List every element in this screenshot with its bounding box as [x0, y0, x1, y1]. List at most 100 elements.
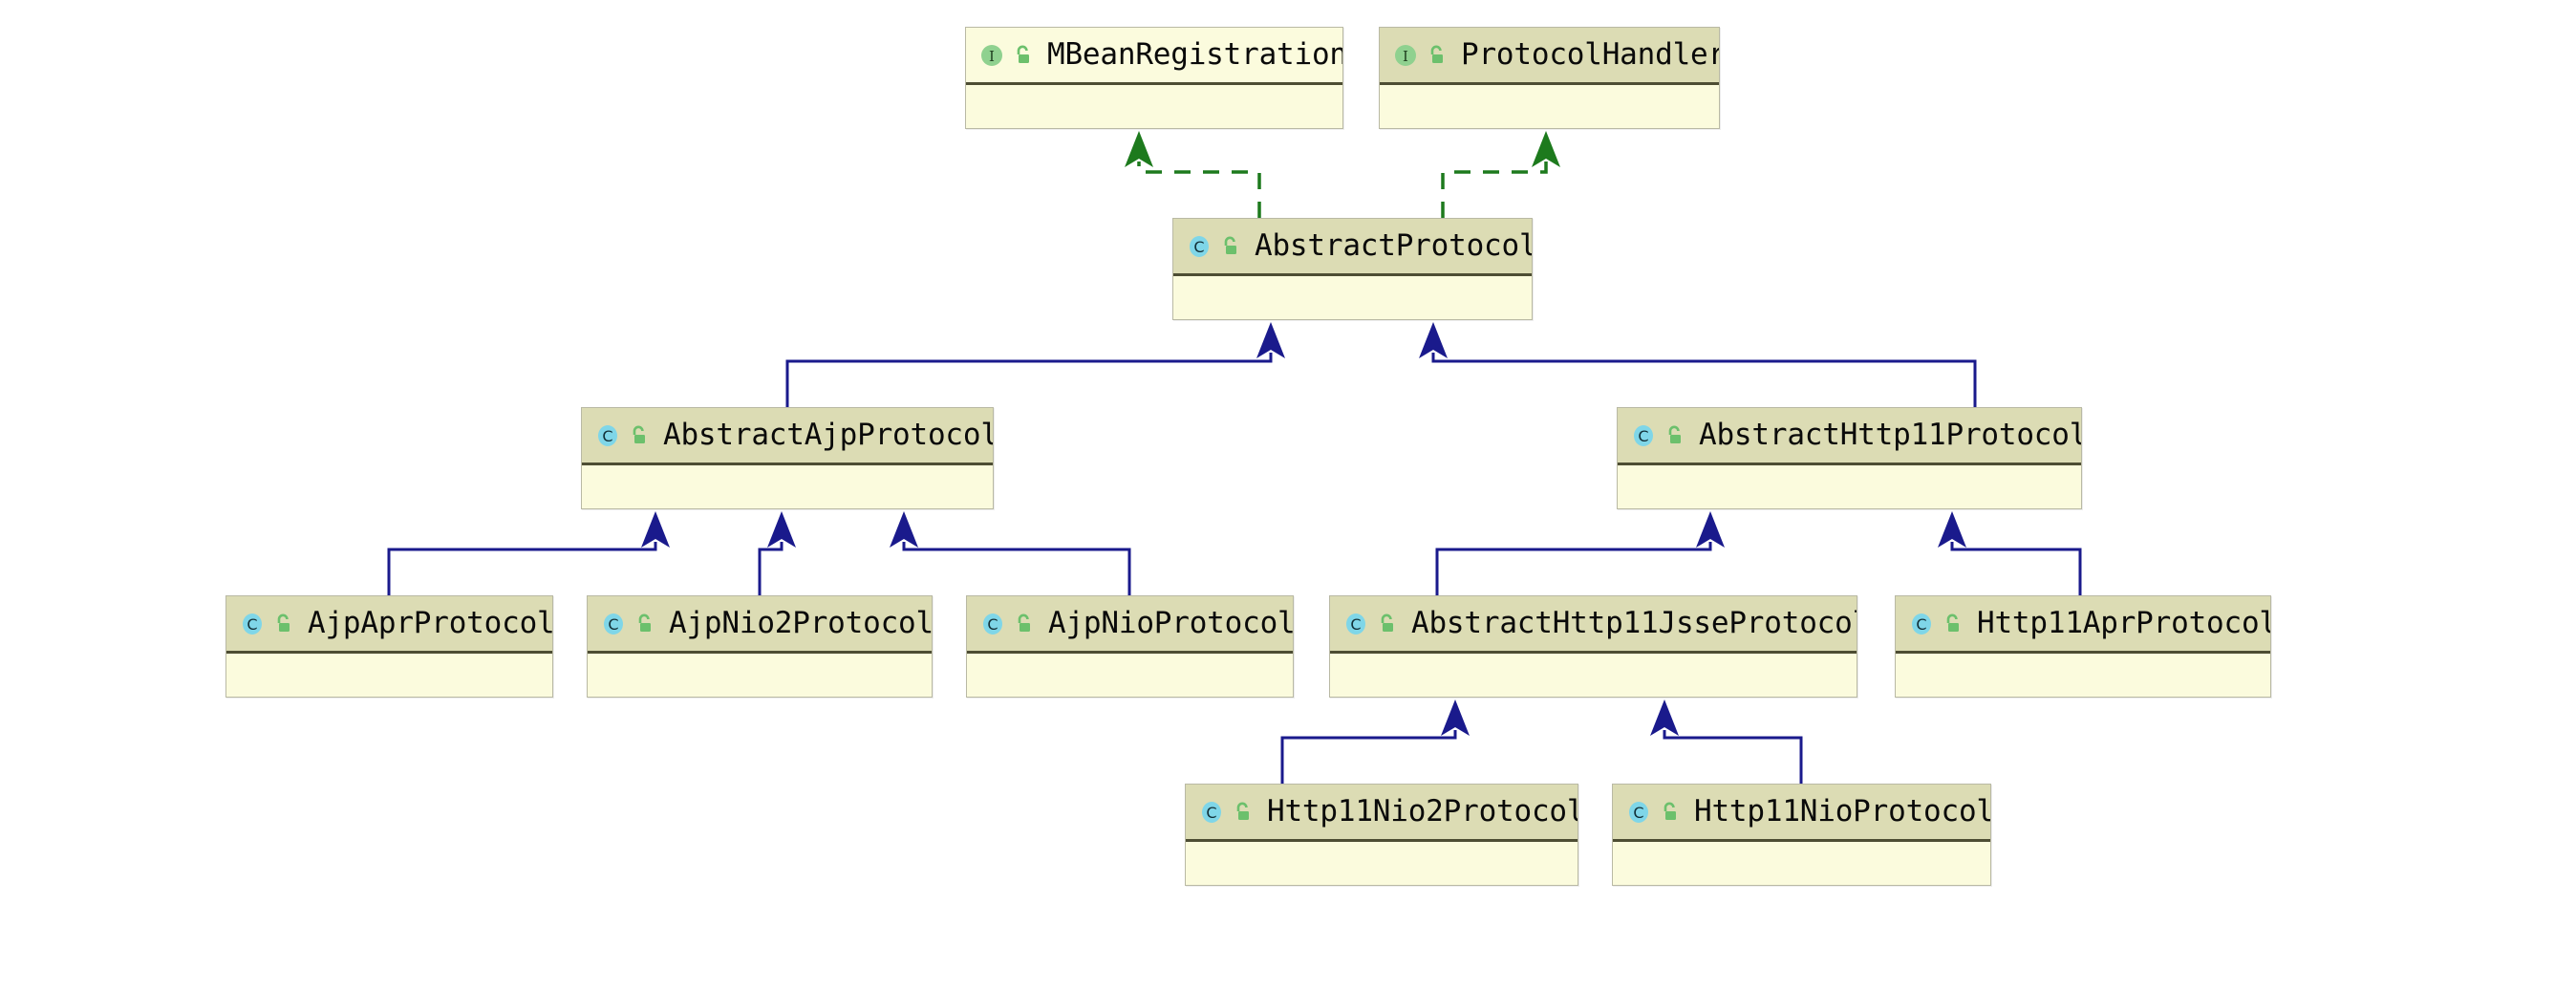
unlocked-padlock-icon — [1660, 801, 1681, 824]
edge-inheritance-ajpnio-to-absajp — [902, 542, 1131, 595]
uml-node-members — [966, 85, 1342, 127]
unlocked-padlock-icon — [634, 613, 655, 635]
svg-text:I: I — [1403, 48, 1408, 65]
edge-realization-absproto-to-phandler — [1441, 161, 1548, 218]
uml-node-header: C Http11AprProtocol — [1896, 596, 2270, 654]
uml-class-node-ajpnio2[interactable]: C AjpNio2Protocol — [587, 595, 933, 698]
arrowhead-realization-absproto-to-phandler — [1532, 131, 1560, 167]
edge-inheritance-absajp-to-absproto — [785, 353, 1273, 407]
svg-text:C: C — [1633, 804, 1643, 822]
uml-node-header: C AjpNio2Protocol — [588, 596, 932, 654]
uml-class-node-mbean[interactable]: I MBeanRegistration — [965, 27, 1343, 129]
uml-node-members — [226, 654, 552, 696]
arrowhead-inheritance-abshttp11-to-absproto — [1419, 322, 1448, 358]
uml-node-header: C AbstractAjpProtocol — [582, 408, 993, 465]
uml-node-members — [588, 654, 932, 696]
uml-class-node-abshttp11[interactable]: C AbstractHttp11Protocol — [1617, 407, 2082, 509]
interface-icon: I — [979, 43, 1004, 68]
svg-text:C: C — [1206, 804, 1216, 822]
arrowhead-inheritance-h11nio-to-absjsse — [1650, 699, 1679, 736]
uml-node-title: AjpAprProtocol — [308, 606, 552, 640]
uml-node-members — [1613, 842, 1990, 884]
edge-inheritance-h11nio2-to-absjsse — [1280, 730, 1457, 784]
edge-inheritance-ajpnio2-to-absajp — [758, 542, 784, 595]
uml-node-title: AbstractHttp11JsseProtocol — [1411, 606, 1857, 640]
svg-text:C: C — [987, 615, 998, 634]
uml-node-header: C AbstractProtocol — [1173, 219, 1532, 276]
unlocked-padlock-icon — [1233, 801, 1254, 824]
uml-node-header: C AbstractHttp11JsseProtocol — [1330, 596, 1857, 654]
uml-node-title: MBeanRegistration — [1047, 37, 1342, 72]
uml-class-node-ajpnio[interactable]: C AjpNioProtocol — [966, 595, 1294, 698]
class-icon: C — [601, 612, 626, 636]
edge-inheritance-ajpapr-to-absajp — [387, 542, 657, 595]
uml-class-node-http11apr[interactable]: C Http11AprProtocol — [1895, 595, 2271, 698]
arrowhead-realization-absproto-to-mbean — [1125, 131, 1153, 167]
svg-text:C: C — [608, 615, 618, 634]
edge-realization-absproto-to-mbean — [1137, 161, 1261, 218]
edge-inheritance-absjsse-to-abshttp11 — [1435, 542, 1712, 595]
svg-text:C: C — [247, 615, 257, 634]
uml-node-members — [1186, 842, 1578, 884]
unlocked-padlock-icon — [629, 424, 650, 447]
interface-icon: I — [1393, 43, 1418, 68]
class-icon: C — [240, 612, 265, 636]
uml-node-title: Http11NioProtocol — [1694, 794, 1990, 829]
class-icon: C — [1626, 800, 1651, 825]
edge-inheritance-http11apr-to-abshttp11 — [1950, 542, 2082, 595]
uml-node-members — [1896, 654, 2270, 696]
uml-class-node-ajpapr[interactable]: C AjpAprProtocol — [225, 595, 553, 698]
uml-node-header: I ProtocolHandler — [1380, 28, 1719, 85]
arrowhead-inheritance-ajpnio-to-absajp — [890, 511, 918, 548]
class-icon: C — [1343, 612, 1368, 636]
arrowhead-inheritance-absajp-to-absproto — [1256, 322, 1285, 358]
arrowhead-inheritance-h11nio2-to-absjsse — [1441, 699, 1470, 736]
unlocked-padlock-icon — [273, 613, 294, 635]
svg-text:C: C — [1916, 615, 1926, 634]
unlocked-padlock-icon — [1013, 44, 1034, 67]
uml-node-members — [582, 465, 993, 507]
uml-node-header: I MBeanRegistration — [966, 28, 1342, 85]
uml-node-title: AjpNioProtocol — [1048, 606, 1293, 640]
class-icon: C — [1631, 423, 1656, 448]
class-icon: C — [1187, 234, 1212, 259]
uml-node-title: ProtocolHandler — [1461, 37, 1719, 72]
uml-node-title: AbstractProtocol — [1255, 228, 1532, 263]
arrowhead-inheritance-ajpnio2-to-absajp — [767, 511, 796, 548]
uml-node-members — [1330, 654, 1857, 696]
arrowhead-inheritance-http11apr-to-abshttp11 — [1938, 511, 1966, 548]
uml-class-node-absjsse[interactable]: C AbstractHttp11JsseProtocol — [1329, 595, 1857, 698]
uml-class-node-h11nio[interactable]: C Http11NioProtocol — [1612, 784, 1991, 886]
svg-text:C: C — [1350, 615, 1361, 634]
svg-text:I: I — [989, 48, 995, 65]
svg-text:C: C — [602, 427, 612, 445]
uml-node-members — [1173, 276, 1532, 318]
arrowhead-inheritance-ajpapr-to-absajp — [641, 511, 670, 548]
unlocked-padlock-icon — [1014, 613, 1035, 635]
uml-node-title: Http11AprProtocol — [1977, 606, 2270, 640]
unlocked-padlock-icon — [1943, 613, 1964, 635]
uml-node-header: C AjpNioProtocol — [967, 596, 1293, 654]
unlocked-padlock-icon — [1664, 424, 1685, 447]
unlocked-padlock-icon — [1427, 44, 1448, 67]
uml-node-title: AbstractAjpProtocol — [663, 418, 993, 452]
unlocked-padlock-icon — [1220, 235, 1241, 258]
unlocked-padlock-icon — [1377, 613, 1398, 635]
arrowhead-inheritance-absjsse-to-abshttp11 — [1696, 511, 1725, 548]
edge-inheritance-abshttp11-to-absproto — [1431, 353, 1977, 407]
uml-class-node-phandler[interactable]: I ProtocolHandler — [1379, 27, 1720, 129]
uml-node-title: AbstractHttp11Protocol — [1699, 418, 2081, 452]
class-icon: C — [595, 423, 620, 448]
svg-text:C: C — [1193, 238, 1204, 256]
edge-inheritance-h11nio-to-absjsse — [1663, 730, 1803, 784]
uml-class-node-absproto[interactable]: C AbstractProtocol — [1172, 218, 1533, 320]
uml-node-header: C Http11NioProtocol — [1613, 785, 1990, 842]
uml-node-title: AjpNio2Protocol — [669, 606, 932, 640]
uml-node-header: C AjpAprProtocol — [226, 596, 552, 654]
uml-class-node-absajp[interactable]: C AbstractAjpProtocol — [581, 407, 994, 509]
uml-node-members — [967, 654, 1293, 696]
